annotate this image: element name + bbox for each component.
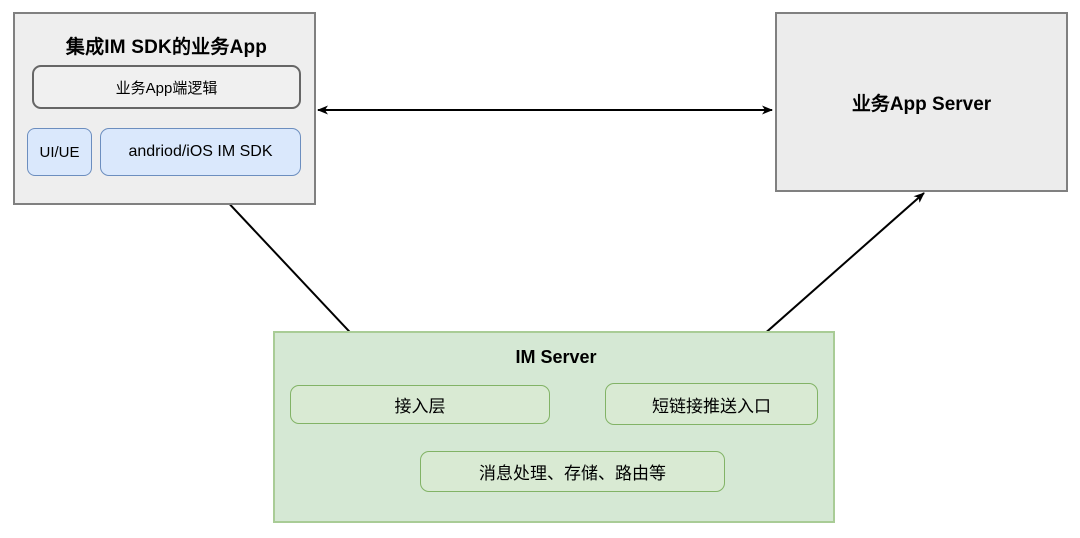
ui-ue-box[interactable]: UI/UE <box>27 128 92 176</box>
im-server-title: IM Server <box>515 347 597 367</box>
im-server-box[interactable]: IM Server <box>273 331 835 523</box>
push-entry-box[interactable]: 短链接推送入口 <box>605 383 818 425</box>
message-processing-label: 消息处理、存储、路由等 <box>479 464 666 483</box>
app-logic-box[interactable]: 业务App端逻辑 <box>32 65 301 109</box>
app-server-box[interactable]: 业务App Server <box>775 12 1068 192</box>
push-entry-label: 短链接推送入口 <box>652 396 771 416</box>
message-processing-box[interactable]: 消息处理、存储、路由等 <box>420 451 725 492</box>
app-server-label: 业务App Server <box>851 93 992 115</box>
access-layer-label: 接入层 <box>394 397 446 416</box>
ui-ue-label: UI/UE <box>39 143 80 161</box>
access-layer-box[interactable]: 接入层 <box>290 385 550 424</box>
app-container-title: 集成IM SDK的业务App <box>65 37 268 58</box>
im-sdk-box[interactable]: andriod/iOS IM SDK <box>100 128 301 176</box>
app-logic-label: 业务App端逻辑 <box>115 79 218 97</box>
im-sdk-label: andriod/iOS IM SDK <box>128 143 273 160</box>
